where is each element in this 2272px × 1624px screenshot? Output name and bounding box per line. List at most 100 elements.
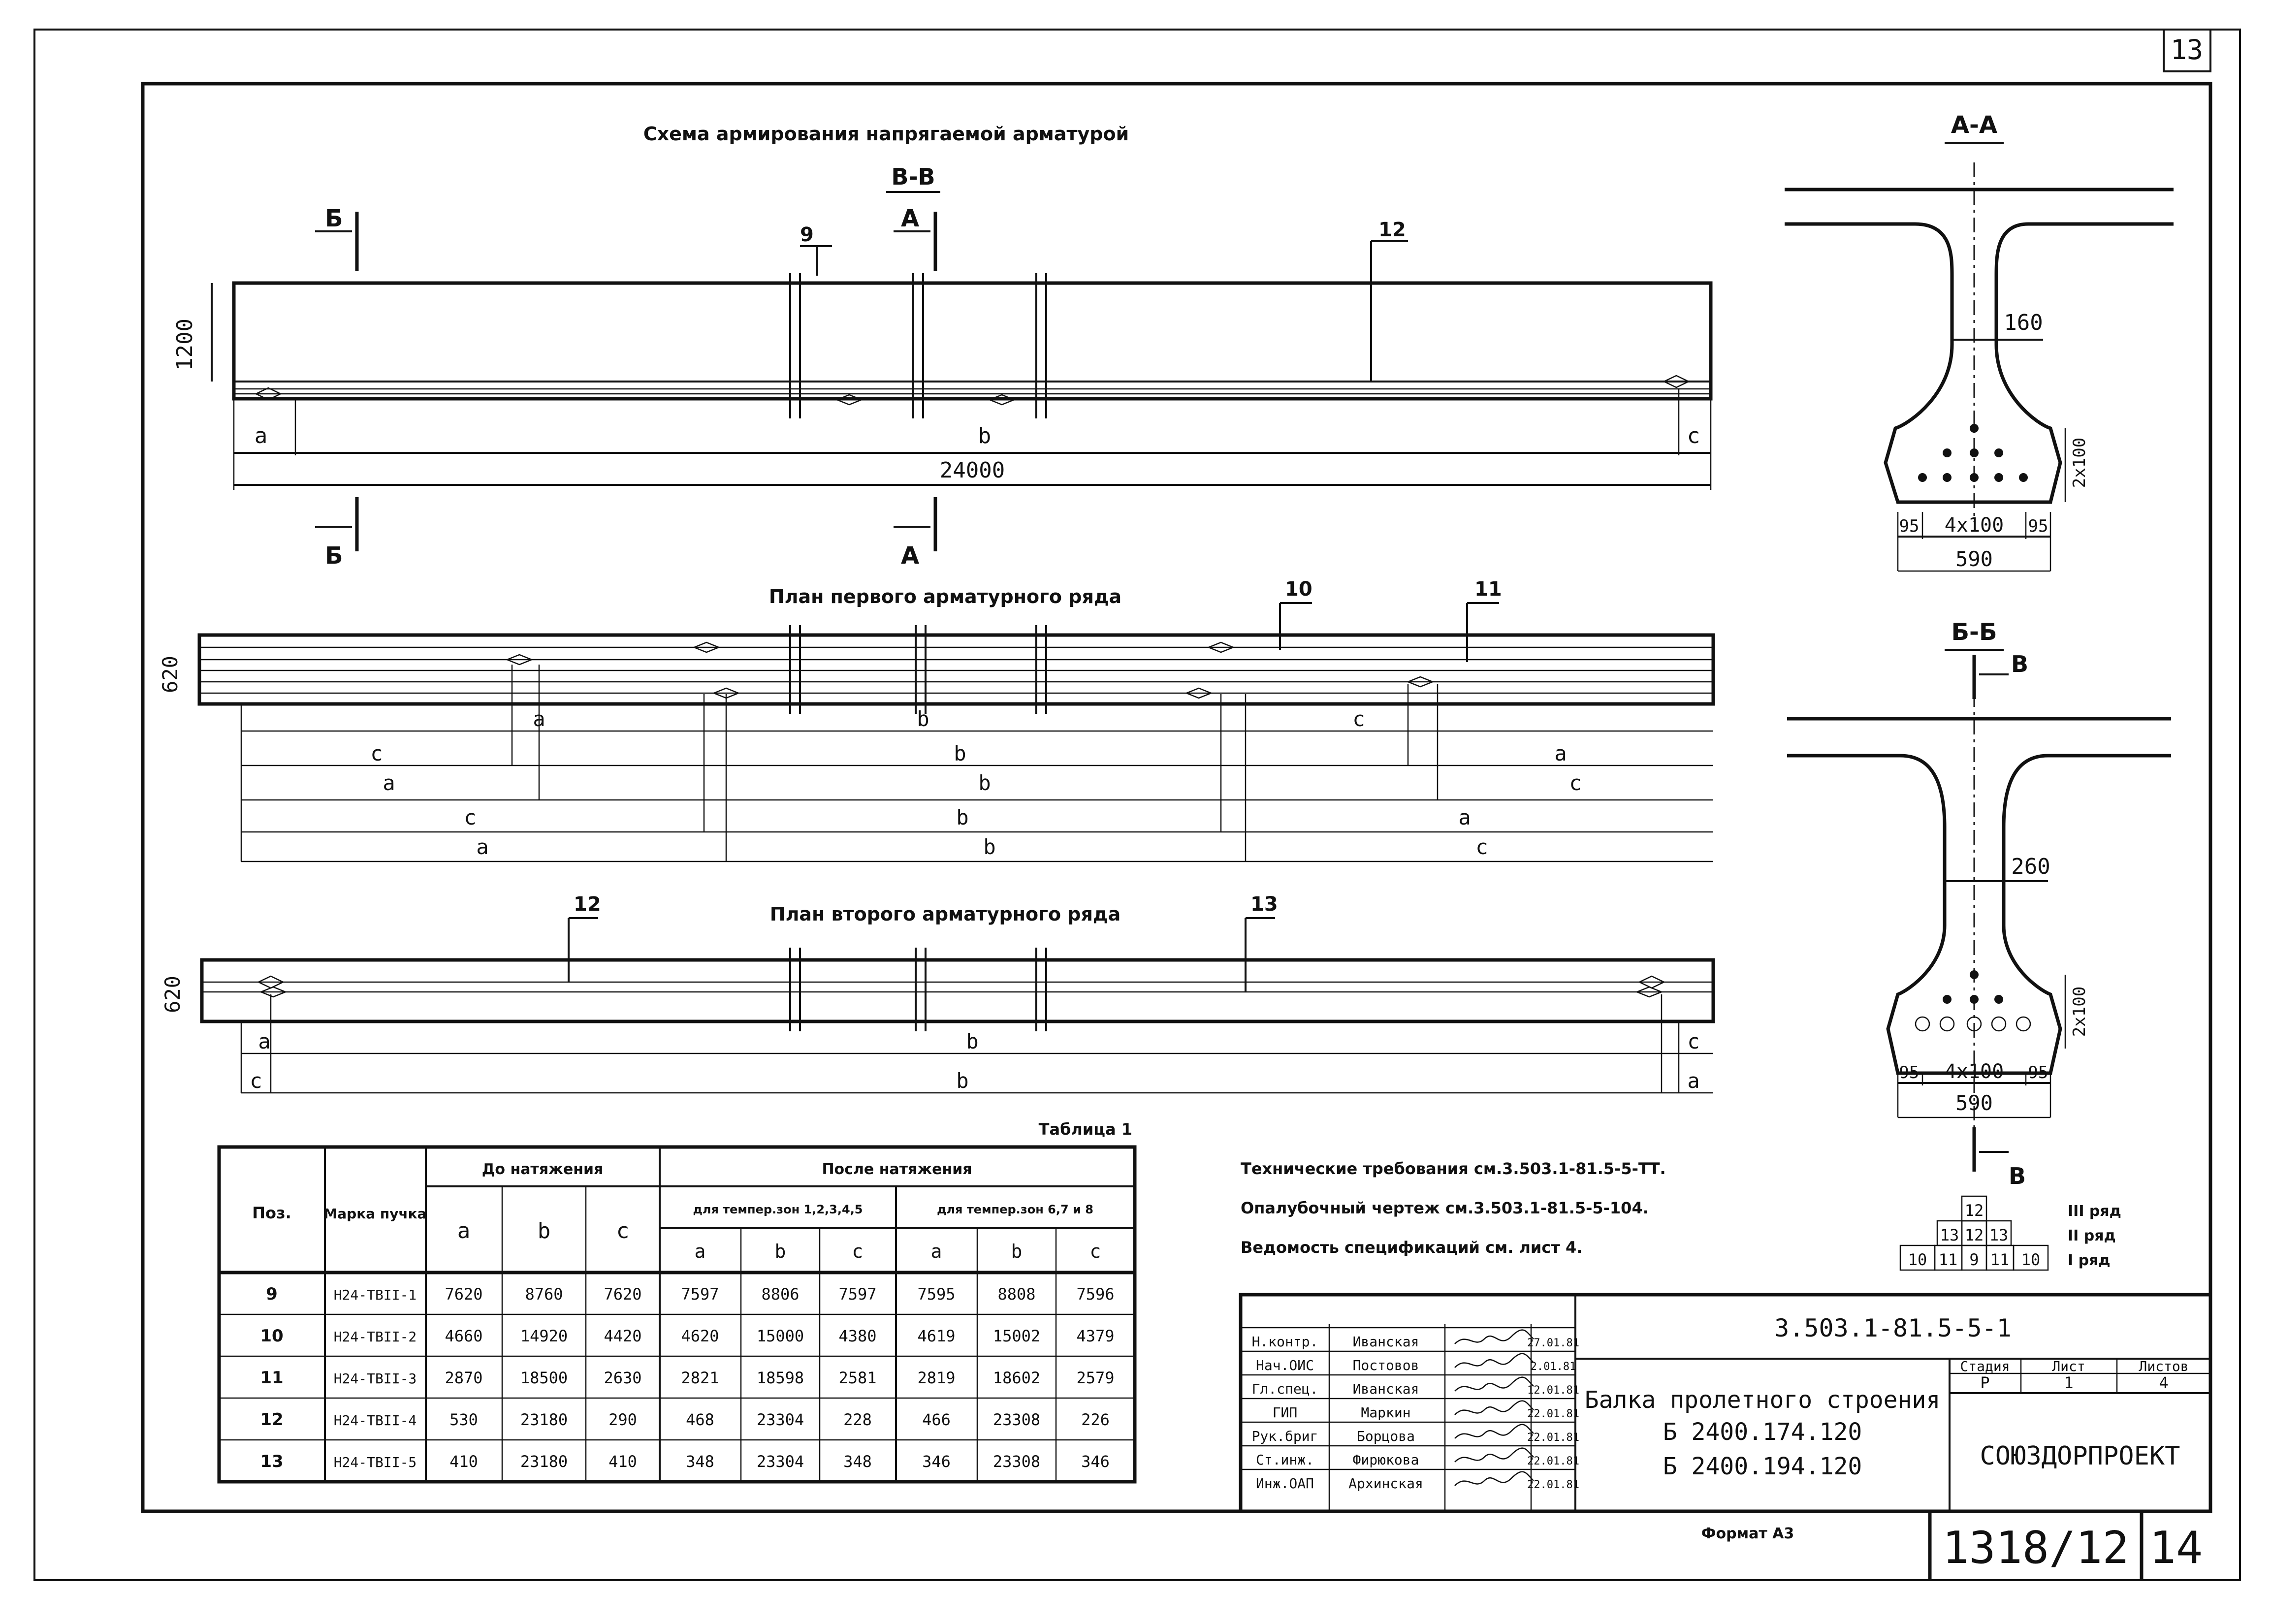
table-cell-value: 7596 [1076,1285,1114,1304]
table-cell-pos: 9 [266,1284,278,1304]
p2-b-top: b [966,1029,978,1053]
table-cell-mark: Н24-ТВII-2 [334,1329,417,1345]
staff-name: Фирюкова [1353,1452,1419,1468]
elevation-height: 1200 [172,318,197,371]
legend-r1-4: 11 [1990,1250,2010,1269]
table-cell-value: 2819 [917,1369,955,1387]
signature-mark [1454,1353,1534,1368]
table-cell-mark: Н24-ТВII-3 [334,1370,417,1387]
p1-c-row2: c [1569,771,1581,795]
second-row-title: План второго арматурного ряда [770,903,1120,925]
signature-mark [1454,1447,1534,1463]
table-cell-value: 8760 [525,1285,563,1304]
corner-number: 13 [2171,34,2203,65]
table-cell-value: 290 [608,1410,637,1429]
legend-r2-1: 13 [1940,1226,1959,1244]
legend-r1-5: 10 [2021,1250,2041,1269]
corner-box [2163,29,2211,72]
staff-role: Ст.инж. [1256,1452,1314,1468]
table-cell-value: 530 [449,1410,478,1429]
table-cell-value: 346 [1081,1452,1110,1471]
signature-mark [1454,1376,1534,1392]
table-cell-value: 15000 [757,1327,804,1345]
section-aa-bottom: 590 [1955,547,1993,571]
table-cell-value: 4620 [681,1327,719,1345]
staff-name: Архинская [1348,1475,1423,1492]
staff-name: Иванская [1353,1334,1419,1350]
staff-date: 22.01.81 [1527,1408,1579,1420]
table-cell-value: 228 [843,1410,872,1429]
staff-role: Инж.ОАП [1256,1475,1314,1492]
table-cell-value: 410 [449,1452,478,1471]
p2-a-bottom: a [1687,1069,1699,1093]
staff-name: Иванская [1353,1381,1419,1397]
section-bb-edge-l: 95 [1899,1063,1920,1083]
staff-name: Постовов [1353,1357,1419,1373]
section-aa: А-А 160 95 4х100 95 590 2x100 [1785,111,2174,572]
table-cell-value: 23180 [520,1410,568,1429]
signature-mark [1454,1424,1534,1439]
table-cell-value: 2630 [604,1369,641,1387]
legend-row1-label: I ряд [2068,1252,2111,1269]
legend-r1-2: 11 [1939,1250,1958,1269]
table-col-header-3: c [616,1218,630,1243]
table-cell-value: 8806 [761,1285,799,1304]
table-cell-value: 18598 [757,1369,804,1387]
p1-b-row2: b [978,771,991,795]
table-col-header-1: a [457,1218,471,1243]
main-title: Схема армирования напрягаемой арматурой [643,123,1129,145]
cut-v-top: В [2011,651,2028,677]
table-col-header-8: b [1011,1241,1023,1262]
staff-name: Маркин [1361,1404,1410,1421]
th-after: После натяжения [822,1161,972,1178]
signature-mark [1454,1329,1534,1344]
title-line-2: Б 2400.174.120 [1663,1418,1862,1446]
pos-11-leader: 11 [1474,578,1502,601]
outer-frame [33,29,2241,1581]
table-cell-value: 348 [843,1452,872,1471]
p1-b-top: b [917,707,929,731]
sheets-value: 4 [2159,1373,2168,1392]
table-cell-pos: 11 [260,1368,283,1388]
title-line-3: Б 2400.194.120 [1663,1453,1862,1480]
section-aa-vert: 2x100 [2070,438,2089,488]
staff-role: Н.контр. [1252,1334,1318,1350]
table-cell-pos: 13 [260,1452,283,1471]
p2-a-top: a [258,1029,270,1053]
table-cell-pos: 12 [260,1410,283,1430]
section-bb-vert: 2x100 [2070,987,2089,1037]
table-cell-mark: Н24-ТВII-1 [334,1287,417,1303]
pos-13-plan2: 13 [1250,893,1278,916]
table-col-header-7: a [931,1241,942,1262]
table-cell-value: 23304 [757,1452,804,1471]
cut-a-top: А [901,205,919,232]
doc-code: 3.503.1-81.5-5-1 [1774,1314,2012,1342]
p1-c-row1: c [370,741,383,765]
table-cell-value: 23308 [993,1452,1040,1471]
elevation-view: Схема армирования напрягаемой арматурой … [172,123,1713,570]
section-aa-web: 160 [2004,310,2043,335]
legend-r3-1: 12 [1965,1201,1984,1220]
plan-second-row: План второго арматурного ряда 620 a b c … [160,893,1715,1094]
table-caption: Таблица 1 [1039,1120,1132,1139]
table-cell-value: 14920 [520,1327,568,1345]
p2-c-top: c [1687,1029,1699,1053]
legend-r2-2: 12 [1965,1226,1984,1244]
staff-role: Гл.спец. [1252,1381,1318,1397]
p1-a-row3: a [1458,805,1471,829]
section-aa-mid: 4х100 [1945,514,2004,537]
legend-r1-3: 9 [1969,1250,1979,1269]
p1-b-row3: b [956,805,968,829]
section-aa-edge-r: 95 [2028,516,2048,536]
